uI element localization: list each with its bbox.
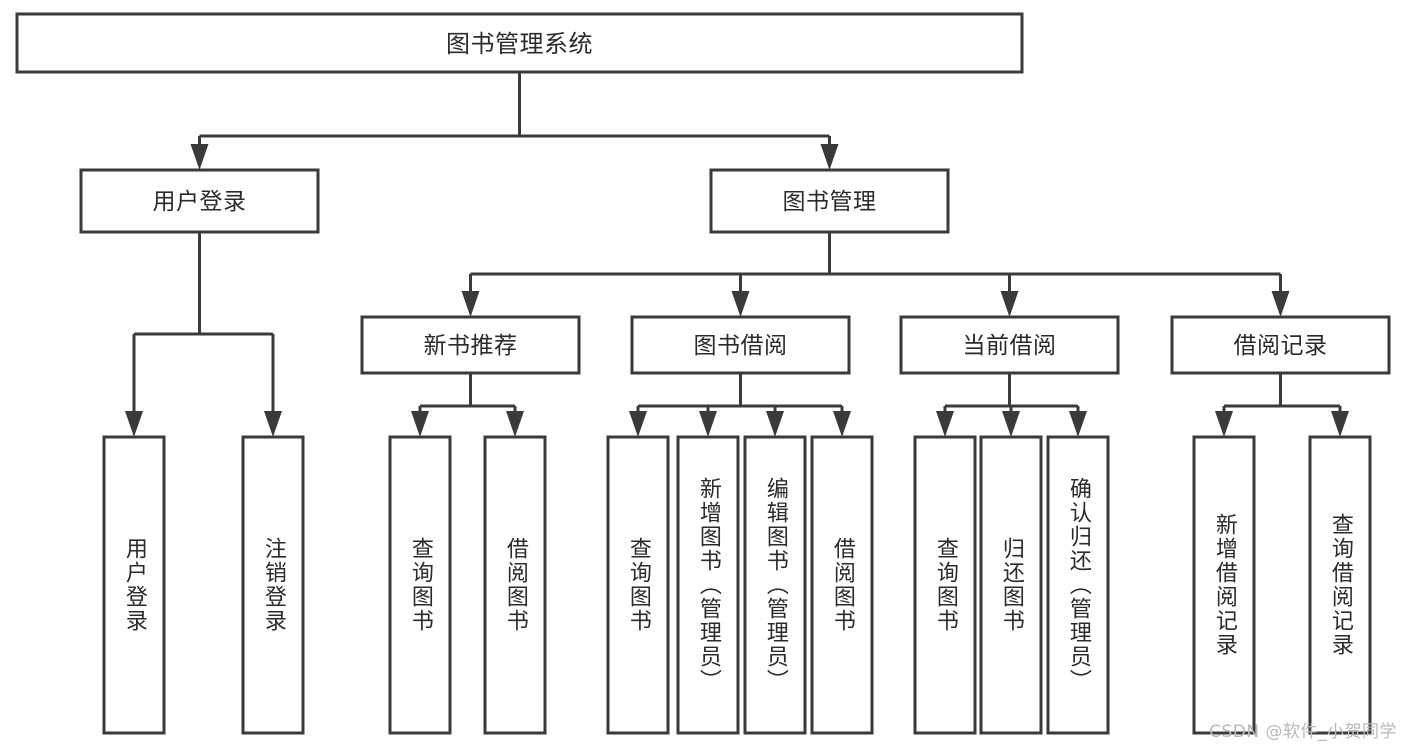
leaf-edge-查询借阅记录-arrowhead xyxy=(1331,411,1349,437)
leaf-edge-确认归还管理员-arrowhead xyxy=(1069,411,1087,437)
leaf-node-box-注销登录[interactable] xyxy=(241,435,305,735)
leaf-node-box-确认归还管理员[interactable] xyxy=(1046,435,1110,735)
level2-node-box-用户登录[interactable] xyxy=(79,168,320,234)
leaf-edge-查询图书-arrowhead xyxy=(629,411,647,437)
level2-node-box-图书管理[interactable] xyxy=(709,168,950,234)
level3-edge-当前借阅-arrowhead xyxy=(1000,291,1019,317)
level2-edge-用户登录-arrowhead xyxy=(190,144,209,170)
level3-edge-图书借阅-arrowhead xyxy=(731,291,750,317)
leaf-node-box-借阅图书[interactable] xyxy=(810,435,874,735)
root-node-box[interactable] xyxy=(15,12,1024,74)
level2-node-label-用户登录: 用户登录 xyxy=(153,189,247,215)
level3-node-box-借阅记录[interactable] xyxy=(1170,315,1391,375)
level2-node-label-图书管理: 图书管理 xyxy=(783,189,877,215)
leaf-node-box-用户登录[interactable] xyxy=(102,435,166,735)
level3-node-box-新书推荐[interactable] xyxy=(360,315,581,375)
level3-node-box-图书借阅[interactable] xyxy=(630,315,851,375)
level3-node-label-图书借阅: 图书借阅 xyxy=(694,333,788,359)
leaf-node-box-借阅图书[interactable] xyxy=(483,435,547,735)
level3-node-label-当前借阅: 当前借阅 xyxy=(963,333,1057,359)
level3-node-box-当前借阅[interactable] xyxy=(899,315,1120,375)
leaf-edge-编辑图书管理员-arrowhead xyxy=(766,411,784,437)
root-node-label: 图书管理系统 xyxy=(446,30,593,58)
csdn-watermark: CSDN @软件_小贺同学 xyxy=(1209,722,1397,742)
level3-node-label-新书推荐: 新书推荐 xyxy=(424,333,518,359)
leaf-node-box-归还图书[interactable] xyxy=(979,435,1043,735)
leaf-node-box-查询借阅记录[interactable] xyxy=(1308,435,1372,735)
leaf-edge-归还图书-arrowhead xyxy=(1002,411,1020,437)
leaf-node-box-查询图书[interactable] xyxy=(388,435,452,735)
node-boxes xyxy=(15,12,1391,735)
leaf-edge-注销登录-arrowhead xyxy=(264,411,282,437)
level3-edge-借阅记录-arrowhead xyxy=(1271,291,1290,317)
level3-node-label-借阅记录: 借阅记录 xyxy=(1234,333,1328,359)
leaf-edge-新增图书管理员-arrowhead xyxy=(699,411,717,437)
leaf-edge-查询图书-arrowhead xyxy=(936,411,954,437)
leaf-edge-借阅图书-arrowhead xyxy=(506,411,524,437)
leaf-edge-用户登录-arrowhead xyxy=(125,411,143,437)
leaf-node-box-新增图书管理员[interactable] xyxy=(676,435,740,735)
level2-edge-图书管理-arrowhead xyxy=(820,144,839,170)
level3-edge-新书推荐-arrowhead xyxy=(461,291,480,317)
leaf-node-box-编辑图书管理员[interactable] xyxy=(743,435,807,735)
connector-lines xyxy=(125,72,1349,437)
leaf-node-box-新增借阅记录[interactable] xyxy=(1192,435,1256,735)
leaf-edge-查询图书-arrowhead xyxy=(411,411,429,437)
leaf-edge-借阅图书-arrowhead xyxy=(833,411,851,437)
leaf-node-box-查询图书[interactable] xyxy=(606,435,670,735)
leaf-node-box-查询图书[interactable] xyxy=(913,435,977,735)
leaf-edge-新增借阅记录-arrowhead xyxy=(1215,411,1233,437)
